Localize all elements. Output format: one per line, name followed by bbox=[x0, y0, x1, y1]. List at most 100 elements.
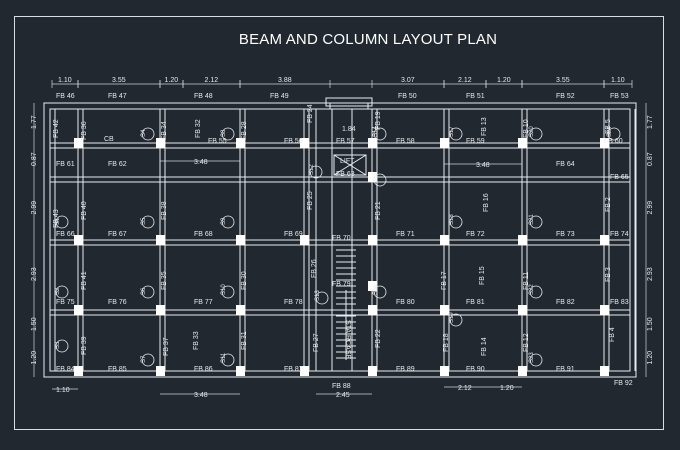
column bbox=[368, 305, 377, 315]
top-dimension-label: 1.10 bbox=[58, 77, 72, 84]
top-dimension-label: 3.07 bbox=[401, 77, 415, 84]
horizontal-beam-label: FB 65 bbox=[610, 174, 629, 181]
right-dimension-label: 2.93 bbox=[647, 267, 654, 281]
column bbox=[600, 305, 609, 315]
vertical-beam-label: FB 35 bbox=[161, 271, 168, 290]
slab-marker bbox=[221, 127, 235, 141]
lift-shaft bbox=[333, 154, 367, 176]
vertical-beam-label: FB 32 bbox=[195, 119, 202, 138]
horizontal-beam-label: FB 72 bbox=[466, 231, 485, 238]
column bbox=[368, 366, 377, 376]
column bbox=[74, 305, 83, 315]
slab-label: S3 bbox=[55, 341, 61, 349]
horizontal-beam-label: FB 64 bbox=[556, 161, 575, 168]
horizontal-beam-label: FB 91 bbox=[556, 366, 575, 373]
column bbox=[518, 305, 527, 315]
staircase-label: STAIRCASE bbox=[344, 320, 351, 359]
vertical-beam-label: FB 26 bbox=[311, 259, 318, 278]
column bbox=[156, 305, 165, 315]
horizontal-beam-label: FB 67 bbox=[108, 231, 127, 238]
horizontal-beam-label: FB 88 bbox=[332, 383, 351, 390]
horizontal-beam-label: FB 86 bbox=[194, 366, 213, 373]
horizontal-beam-label: FB 79 bbox=[332, 281, 351, 288]
inner-dimension-label: 3.48 bbox=[194, 159, 208, 166]
vertical-beam-label: FB 15 bbox=[479, 266, 486, 285]
slab-label: S18 bbox=[449, 214, 455, 225]
column bbox=[156, 138, 165, 148]
vertical-beam-label: FB 41 bbox=[81, 271, 88, 290]
slab-marker bbox=[315, 291, 329, 305]
slab-marker bbox=[221, 353, 235, 367]
column bbox=[518, 138, 527, 148]
inner-dimension-label: 1.84 bbox=[342, 126, 356, 133]
vertical-beam-label: FB 25 bbox=[307, 191, 314, 210]
right-dimension-label: 1.50 bbox=[647, 317, 654, 331]
vertical-beam-label: FB 18 bbox=[443, 333, 450, 352]
horizontal-beam-label: FB 89 bbox=[396, 366, 415, 373]
slab-label: S7 bbox=[141, 355, 147, 363]
vertical-beam-label: FB 5 bbox=[605, 119, 612, 134]
column bbox=[518, 235, 527, 245]
horizontal-beam-label: FB 59 bbox=[466, 138, 485, 145]
column bbox=[156, 235, 165, 245]
left-dimension-label: 2.99 bbox=[31, 201, 38, 215]
horizontal-beam-label: FB 52 bbox=[556, 93, 575, 100]
vertical-beam-label: FB 3 bbox=[605, 267, 612, 282]
vertical-beam-label: FB 14 bbox=[481, 337, 488, 356]
slab-marker bbox=[55, 215, 69, 229]
column bbox=[74, 366, 83, 376]
slab-marker bbox=[141, 215, 155, 229]
horizontal-beam-label: FB 84 bbox=[56, 366, 75, 373]
vertical-beam-label: FB 34 bbox=[161, 121, 168, 140]
slab-label: S2 bbox=[55, 287, 61, 295]
column bbox=[236, 366, 245, 376]
horizontal-beam-label: FB 66 bbox=[56, 231, 75, 238]
top-dimension-label: 1.10 bbox=[611, 77, 625, 84]
vertical-beam-label: FB 30 bbox=[241, 271, 248, 290]
horizontal-beam-label: FB 62 bbox=[108, 161, 127, 168]
horizontal-beam-label: FB 81 bbox=[466, 299, 485, 306]
column bbox=[600, 366, 609, 376]
column bbox=[368, 235, 377, 245]
vertical-beam-label: FB 31 bbox=[241, 331, 248, 350]
slab-marker bbox=[373, 173, 387, 187]
horizontal-beam-label: FB 78 bbox=[284, 299, 303, 306]
slab-marker bbox=[449, 215, 463, 229]
drawing-title: BEAM AND COLUMN LAYOUT PLAN bbox=[238, 31, 498, 48]
column bbox=[236, 235, 245, 245]
cb-label: CB bbox=[104, 136, 114, 143]
slab-marker bbox=[221, 215, 235, 229]
top-dimension-label: 3.55 bbox=[556, 77, 570, 84]
slab-label: S19 bbox=[449, 312, 455, 323]
vertical-beam-label: FB 13 bbox=[481, 117, 488, 136]
right-dimension-label: 1.77 bbox=[647, 115, 654, 129]
horizontal-beam-label: FB 63 bbox=[336, 171, 355, 178]
column bbox=[368, 281, 377, 291]
vertical-beam-label: FB 4 bbox=[609, 327, 616, 342]
top-dimension-label: 1.20 bbox=[165, 77, 179, 84]
column bbox=[236, 138, 245, 148]
bottom-dimension-label: 1.10 bbox=[56, 387, 70, 394]
top-dimension-label: 2.12 bbox=[458, 77, 472, 84]
left-dimension-label: 1.50 bbox=[31, 317, 38, 331]
horizontal-beam-label: FB 69 bbox=[284, 231, 303, 238]
column bbox=[440, 138, 449, 148]
horizontal-beam-label: FB 53 bbox=[610, 93, 629, 100]
slab-marker bbox=[449, 127, 463, 141]
horizontal-beam-label: FB 83 bbox=[610, 299, 629, 306]
horizontal-beam-label: FB 77 bbox=[194, 299, 213, 306]
slab-marker bbox=[529, 215, 543, 229]
right-dimension-label: 2.99 bbox=[647, 201, 654, 215]
horizontal-beam-label: FB 60 bbox=[604, 138, 623, 145]
slab-marker bbox=[141, 127, 155, 141]
horizontal-beam-label: FB 80 bbox=[396, 299, 415, 306]
horizontal-beam-label: FB 48 bbox=[194, 93, 213, 100]
horizontal-beam-label: FB 68 bbox=[194, 231, 213, 238]
slab-label: S15 bbox=[373, 172, 379, 183]
bottom-dimension-label: 1.20 bbox=[500, 385, 514, 392]
vertical-beam-label: FB 24 bbox=[307, 104, 314, 123]
vertical-beam-label: FB 10 bbox=[523, 119, 530, 138]
slab-marker bbox=[529, 285, 543, 299]
vertical-beam-label: FB 42 bbox=[53, 119, 60, 138]
column bbox=[368, 172, 377, 182]
